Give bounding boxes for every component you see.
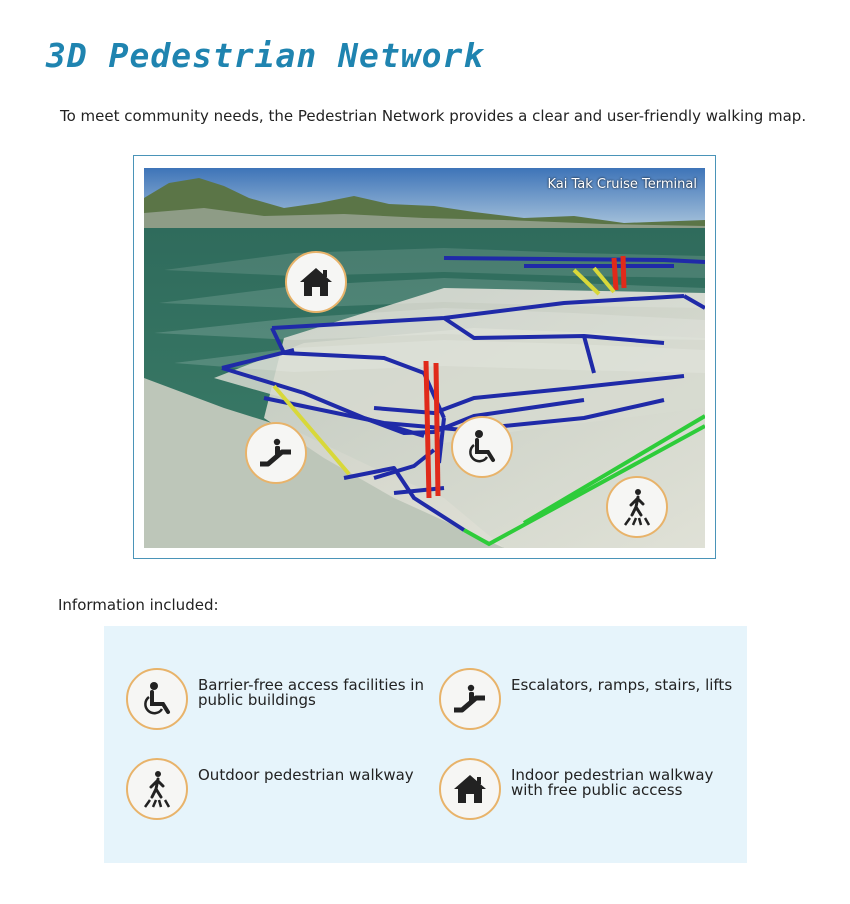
pedestrian-crossing-icon bbox=[143, 771, 171, 808]
legend-item-outdoor-walkway: Outdoor pedestrian walkway bbox=[126, 758, 428, 820]
wheelchair-icon bbox=[144, 682, 170, 715]
map-marker-house-icon[interactable] bbox=[285, 251, 347, 313]
pedestrian-network-map[interactable]: Kai Tak Cruise Terminal bbox=[133, 155, 716, 559]
legend-label: Escalators, ramps, stairs, lifts bbox=[511, 676, 733, 694]
legend-item-indoor-walkway: Indoor pedestrian walkway with free publ… bbox=[439, 758, 741, 820]
page-title: 3D Pedestrian Network bbox=[46, 36, 485, 75]
escalator-icon bbox=[454, 684, 485, 713]
legend-icon bbox=[439, 758, 501, 820]
house-icon bbox=[454, 775, 486, 803]
map-marker-escalator-icon[interactable] bbox=[245, 422, 307, 484]
house-icon bbox=[300, 268, 332, 296]
intro-text: To meet community needs, the Pedestrian … bbox=[60, 107, 807, 125]
map-marker-wheelchair-icon[interactable] bbox=[451, 416, 513, 478]
info-panel: Barrier-free access facilities in public… bbox=[104, 626, 747, 863]
map-marker-pedestrian-crossing-icon[interactable] bbox=[606, 476, 668, 538]
legend-icon bbox=[126, 758, 188, 820]
info-heading: Information included: bbox=[58, 596, 219, 614]
legend-icon bbox=[126, 668, 188, 730]
legend-item-barrier-free: Barrier-free access facilities in public… bbox=[126, 668, 428, 730]
legend-label: Outdoor pedestrian walkway bbox=[198, 766, 414, 784]
legend-item-escalators: Escalators, ramps, stairs, lifts bbox=[439, 668, 741, 730]
escalator-icon bbox=[260, 438, 291, 467]
legend-label: Barrier-free access facilities in public… bbox=[198, 676, 424, 709]
pedestrian-crossing-icon bbox=[623, 489, 651, 526]
legend-icon bbox=[439, 668, 501, 730]
map-location-label: Kai Tak Cruise Terminal bbox=[547, 177, 697, 192]
wheelchair-icon bbox=[469, 430, 495, 463]
legend-label: Indoor pedestrian walkway with free publ… bbox=[511, 766, 714, 799]
